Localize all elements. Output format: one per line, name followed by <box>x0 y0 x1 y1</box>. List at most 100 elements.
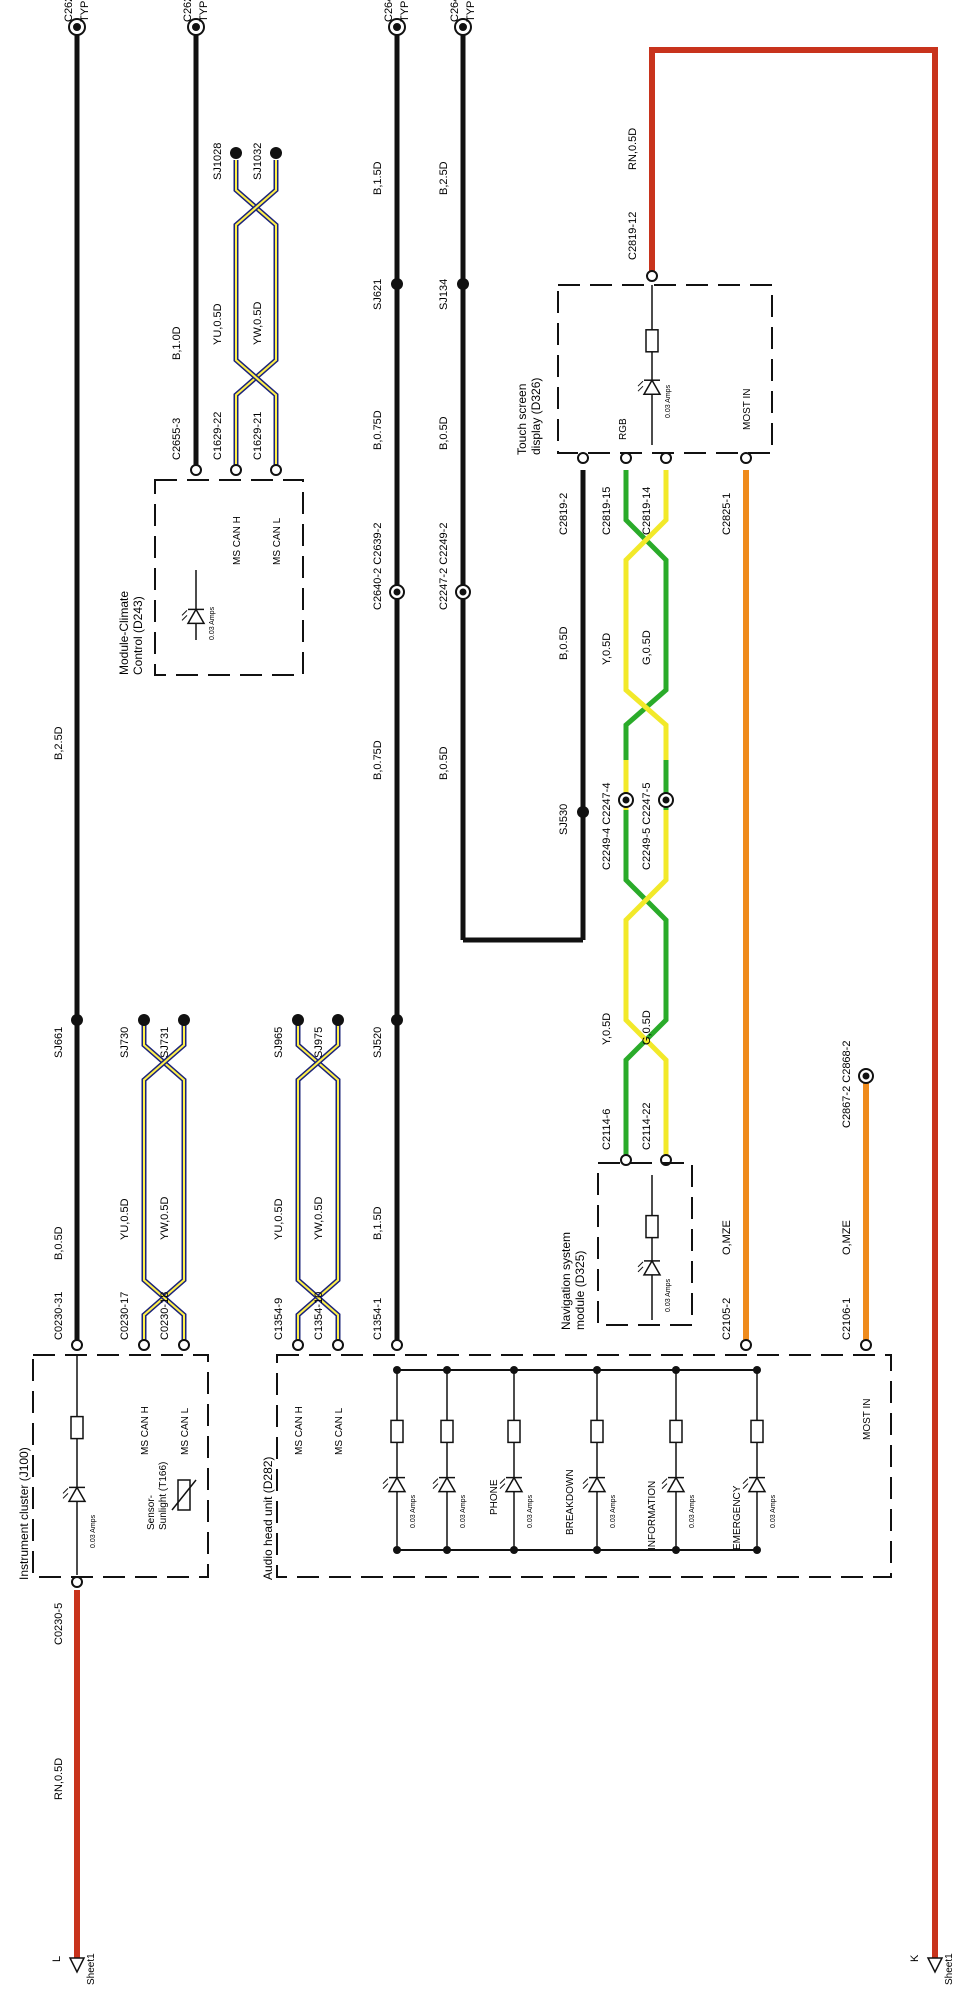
module-name: Navigation system <box>559 1232 573 1330</box>
connector-label: C2819-12 <box>627 212 639 260</box>
pin-label: INFORMATION <box>647 1481 658 1550</box>
audio-branch-5-diode <box>747 1476 767 1493</box>
amps-label: 0.03 Amps <box>410 1494 417 1528</box>
type-label: TYPE 3 <box>79 0 91 22</box>
connector-label: C0230-5 <box>53 1603 65 1645</box>
connector-label: C2105-2 <box>721 1298 733 1340</box>
pin-label: EMERGENCY <box>732 1485 743 1550</box>
wire-label: YW,0.5D <box>252 302 264 345</box>
splice-label: SJ520 <box>372 1027 384 1058</box>
audio-branch-0-diode <box>387 1476 407 1493</box>
climate-led-led-ray <box>181 615 188 621</box>
connector-label: C2648-1 <box>449 0 461 22</box>
wire-label: B,1.0D <box>171 326 183 360</box>
box-touch-screen <box>557 284 773 454</box>
type-label: TYPE 3 <box>399 0 411 22</box>
wire-label: B,0.75D <box>372 410 384 450</box>
audio-branch-5-led-ray <box>742 1483 749 1489</box>
module-name: display (D326) <box>529 378 543 455</box>
wire-label: B,2.5D <box>438 161 450 195</box>
audio-branch-1-resistor <box>440 1419 454 1444</box>
pin-label: MS CAN H <box>232 516 243 565</box>
connector-label: C1354-10 <box>313 1292 325 1340</box>
internal-components: 0.03 Amps 0.03 Amps 0.03 Amps 0.03 Amps 0.03… <box>62 285 777 1575</box>
audio-branch-3-led-ray <box>582 1478 589 1484</box>
audio-branch-1-led-ray <box>432 1478 439 1484</box>
amps-label: 0.03 Amps <box>90 1514 97 1548</box>
connector-label: C2655-3 <box>171 418 183 460</box>
splice-label: SJ965 <box>273 1027 285 1058</box>
sunlight-sensor-symbol <box>171 1479 197 1511</box>
wire-label: YU,0.5D <box>212 303 224 345</box>
pin-label: MS CAN H <box>140 1406 151 1455</box>
nav-led-diode <box>642 1259 662 1276</box>
splice-label: SJ661 <box>53 1027 65 1058</box>
nav-led-led-ray <box>637 1261 644 1268</box>
splice-label: SJ975 <box>313 1027 325 1058</box>
box-navigation <box>597 1162 693 1326</box>
wire-label: B,1.5D <box>372 1206 384 1240</box>
amps-label: 0.03 Amps <box>689 1494 696 1528</box>
audio-branch-4-resistor <box>669 1419 683 1444</box>
wire-label: G,0.5D <box>641 630 653 665</box>
wire-label: B,0.75D <box>372 740 384 780</box>
audio-branch-2-led-ray <box>499 1483 506 1489</box>
audio-branch-5-resistor <box>750 1419 764 1444</box>
wire-label: B,0.5D <box>438 416 450 450</box>
connector-label: C2629-1 <box>182 0 194 22</box>
pin-label: MOST IN <box>862 1399 873 1440</box>
pin-label: Sensor- <box>146 1495 157 1530</box>
audio-branch-2-resistor <box>507 1419 521 1444</box>
amps-label: 0.03 Amps <box>770 1494 777 1528</box>
amps-label: 0.03 Amps <box>610 1494 617 1528</box>
wire-label: YU,0.5D <box>119 1198 131 1240</box>
module-name: Module-Climate <box>117 591 131 675</box>
nav-led-led-ray <box>637 1266 644 1273</box>
sheet-letter: L <box>51 1956 63 1962</box>
touch-led-resistor <box>645 329 659 353</box>
audio-branch-4-led-ray <box>661 1483 668 1489</box>
pin-label: RGB <box>618 418 629 440</box>
touch-led-led-ray <box>637 385 644 392</box>
connector-label: C0230-18 <box>159 1292 171 1340</box>
sheet-letter: K <box>909 1954 921 1962</box>
pin-label: PHONE <box>489 1479 500 1515</box>
cluster-led-led-ray <box>62 1493 69 1499</box>
connector-label: C2249-4 C2247-4 <box>601 783 613 870</box>
connector-label: C1629-22 <box>212 412 224 460</box>
wire-label: YU,0.5D <box>273 1198 285 1240</box>
connector-label: C2640-2 C2639-2 <box>372 523 384 610</box>
audio-branch-0-led-ray <box>382 1483 389 1489</box>
connector-label: C2646-1 <box>383 0 395 22</box>
wire-label: YW,0.5D <box>159 1197 171 1240</box>
splice-label: SJ621 <box>372 279 384 310</box>
audio-branch-2-led-ray <box>499 1478 506 1484</box>
splice-label: SJ530 <box>558 804 570 835</box>
audio-branch-0-resistor <box>390 1419 404 1444</box>
splice-label: SJ134 <box>438 279 450 310</box>
audio-branch-1-diode <box>437 1476 457 1493</box>
twisted-pair-yg-lower <box>623 810 669 1160</box>
type-label: TYPE 3 <box>198 0 210 22</box>
wire-label: B,0.5D <box>53 1226 65 1260</box>
nav-led-resistor <box>645 1214 659 1239</box>
cluster-led-diode <box>67 1485 87 1503</box>
module-name: Touch screen <box>515 384 529 455</box>
module-name: Audio head unit (D282) <box>261 1457 275 1580</box>
connector-label: C2819-14 <box>641 487 653 535</box>
cluster-led-led-ray <box>62 1488 69 1494</box>
pin-label: MS CAN L <box>334 1407 345 1455</box>
wire-label: O,MZE <box>721 1220 733 1255</box>
connector-label: C2867-2 C2868-2 <box>841 1041 853 1128</box>
touch-led-led-ray <box>637 380 644 387</box>
splice-label: SJ1032 <box>252 143 264 180</box>
connector-label: C1354-1 <box>372 1298 384 1340</box>
audio-branch-3-diode <box>587 1476 607 1493</box>
connector-label: C2819-15 <box>601 487 613 535</box>
twisted-pair-climate <box>233 160 279 470</box>
amps-label: 0.03 Amps <box>209 606 216 640</box>
climate-led-led-ray <box>181 610 188 616</box>
wire-label: B,0.5D <box>438 746 450 780</box>
pin-label: MS CAN L <box>180 1407 191 1455</box>
